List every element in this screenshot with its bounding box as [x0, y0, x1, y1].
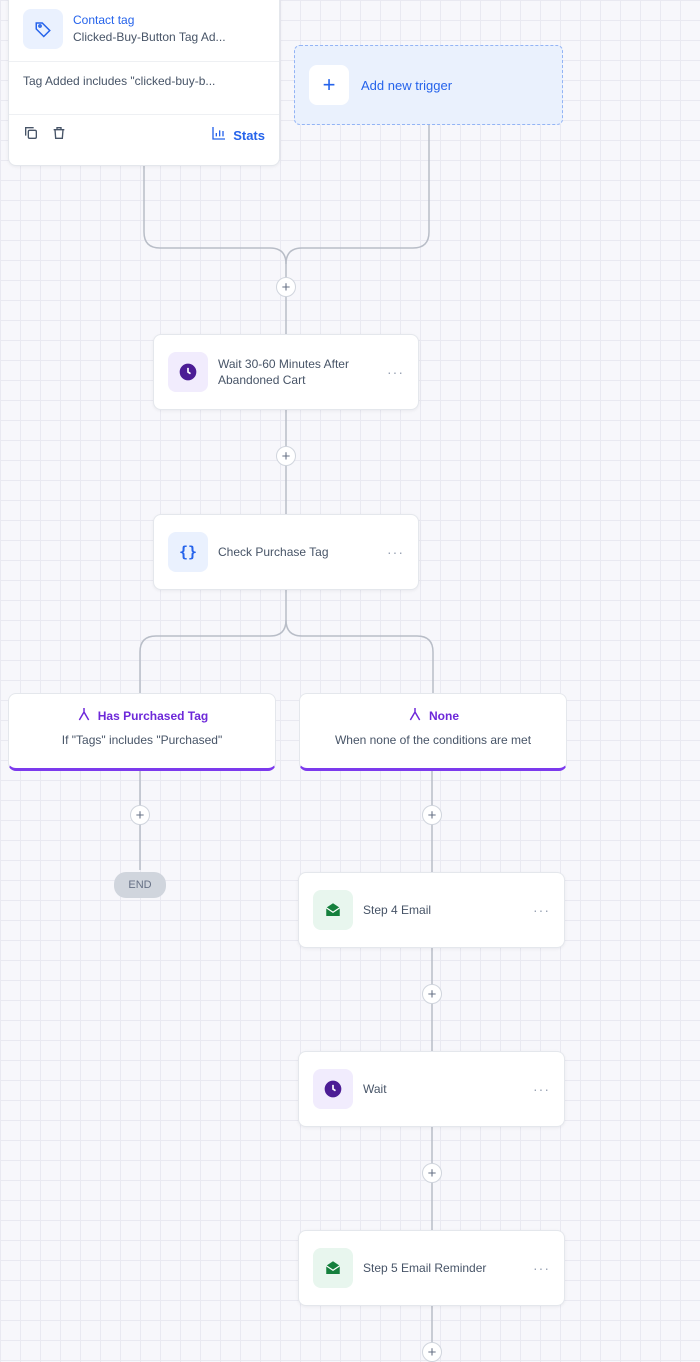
add-step-button[interactable]: +	[276, 277, 296, 297]
branch-none[interactable]: None When none of the conditions are met	[299, 693, 567, 771]
wait-step-node[interactable]: Wait 30-60 Minutes After Abandoned Cart …	[153, 334, 419, 410]
branch-title: None	[429, 708, 459, 723]
wait-step-label: Wait 30-60 Minutes After	[218, 357, 349, 371]
clock-icon	[313, 1069, 353, 1109]
email-step-node[interactable]: Step 5 Email Reminder ···	[298, 1230, 565, 1306]
email-step-node[interactable]: Step 4 Email ···	[298, 872, 565, 948]
add-trigger-label: Add new trigger	[361, 77, 453, 93]
condition-step-node[interactable]: {} Check Purchase Tag ···	[153, 514, 419, 590]
delete-icon[interactable]	[51, 125, 67, 146]
branch-icon	[407, 706, 423, 725]
more-options-icon[interactable]: ···	[387, 364, 404, 380]
braces-icon: {}	[168, 532, 208, 572]
stats-label: Stats	[233, 128, 265, 143]
email-icon	[313, 1248, 353, 1288]
clock-icon	[168, 352, 208, 392]
more-options-icon[interactable]: ···	[533, 1260, 550, 1276]
trigger-name: Clicked-Buy-Button Tag Ad...	[73, 30, 226, 44]
add-step-button[interactable]: +	[422, 984, 442, 1004]
stats-button[interactable]: Stats	[211, 125, 265, 146]
wait-step-label-2: Abandoned Cart	[218, 373, 306, 387]
condition-step-label: Check Purchase Tag	[218, 545, 329, 559]
branch-title: Has Purchased Tag	[97, 708, 209, 723]
bar-chart-icon	[211, 125, 227, 146]
add-step-button[interactable]: +	[422, 1342, 442, 1362]
add-new-trigger-button[interactable]: + Add new trigger	[294, 45, 563, 125]
email-icon	[313, 890, 353, 930]
trigger-filter: Tag Added includes "clicked-buy-b...	[23, 74, 216, 88]
plus-icon: +	[309, 65, 349, 105]
add-step-button[interactable]: +	[422, 1163, 442, 1183]
branch-icon	[76, 706, 92, 725]
trigger-card[interactable]: Contact tag Clicked-Buy-Button Tag Ad...…	[8, 0, 280, 166]
more-options-icon[interactable]: ···	[533, 1081, 550, 1097]
more-options-icon[interactable]: ···	[387, 544, 404, 560]
email-step-label: Step 4 Email	[363, 903, 432, 917]
wait-step-label: Wait	[363, 1082, 387, 1096]
trigger-type: Contact tag	[73, 13, 135, 27]
branch-condition: If "Tags" includes "Purchased"	[61, 733, 223, 747]
tag-icon	[23, 9, 63, 49]
end-badge: END	[114, 872, 166, 898]
add-step-button[interactable]: +	[422, 805, 442, 825]
branch-has-purchased[interactable]: Has Purchased Tag If "Tags" includes "Pu…	[8, 693, 276, 771]
copy-icon[interactable]	[23, 125, 39, 146]
email-step-label: Step 5 Email Reminder	[363, 1261, 487, 1275]
branch-condition: When none of the conditions are met	[334, 733, 532, 747]
more-options-icon[interactable]: ···	[533, 902, 550, 918]
wait-step-node[interactable]: Wait ···	[298, 1051, 565, 1127]
add-step-button[interactable]: +	[276, 446, 296, 466]
add-step-button[interactable]: +	[130, 805, 150, 825]
